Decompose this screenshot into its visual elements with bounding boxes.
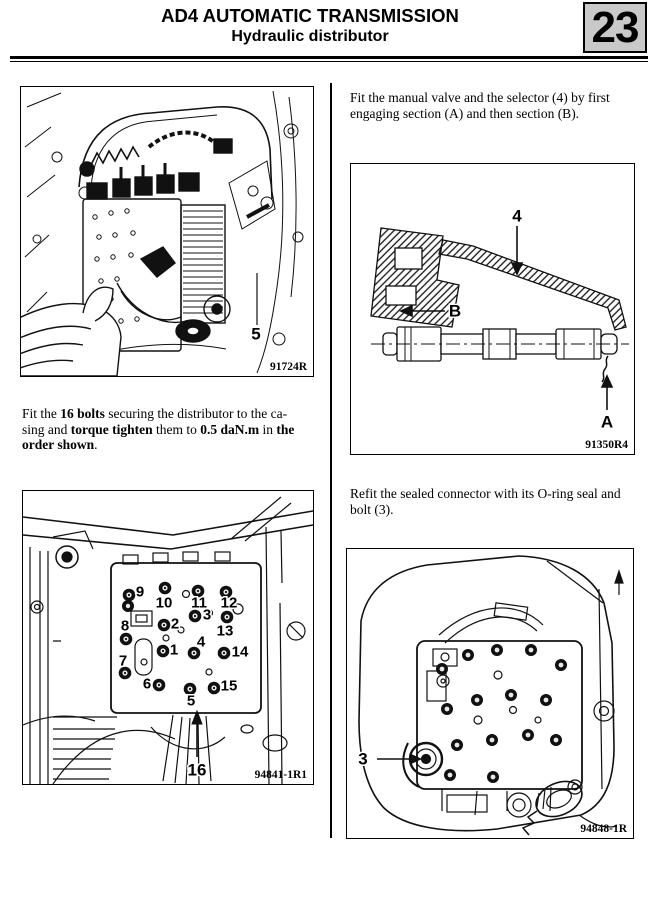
manual-valve-instruction-text: Fit the manual valve and the selector (4…	[350, 90, 642, 121]
bolt-9: 9	[122, 582, 146, 602]
section-number-box: 23	[583, 2, 647, 53]
bolt-number-label: 1	[170, 642, 178, 659]
bolt-11: 11	[190, 584, 208, 613]
header-rule	[10, 56, 648, 62]
bolt-8: 8	[119, 616, 133, 646]
text-segment: in	[259, 421, 277, 437]
text-segment: bolt (3).	[350, 501, 394, 517]
text-segment: engaging section (A) and then section (B…	[350, 105, 580, 121]
bolt-15: 15	[207, 676, 239, 696]
text-segment: the	[276, 421, 295, 437]
figure-ref: 91350R4	[585, 439, 628, 451]
bolt-12: 12	[219, 585, 239, 613]
bolt-number-label: 8	[121, 618, 129, 635]
bolt-1: 1	[156, 640, 180, 660]
figure-ref: 91724R	[269, 361, 307, 373]
bolt-number-label: 9	[136, 584, 144, 601]
bolt-7: 7	[117, 651, 132, 680]
bolt-10: 10	[154, 581, 174, 613]
figure-ref: 94841-1R1	[254, 769, 307, 781]
bolt-number-label: 6	[143, 676, 151, 693]
text-segment: Fit the manual valve and the selector (4…	[350, 90, 610, 105]
bolt-number-label: 15	[221, 678, 238, 695]
column-divider	[330, 83, 332, 838]
figure-connector-refit: 3 94848-1R	[346, 548, 634, 839]
callout-arrows	[399, 226, 614, 410]
figure-distributor-install: 5 91724R	[20, 86, 314, 377]
figure-callout-B: B	[449, 302, 461, 321]
bolt-16-arrow	[191, 709, 203, 757]
bolt-5: 5	[183, 682, 197, 711]
connector-refit-illustration: 3	[357, 555, 624, 836]
bolt-number-label: 10	[156, 595, 173, 612]
section-number: 23	[591, 2, 640, 52]
figure-ref: 94848-1R	[580, 823, 627, 835]
distributor-install-illustration: 5	[21, 90, 304, 376]
bolt-3: 3	[188, 605, 213, 625]
text-segment: 16 bolts	[60, 406, 105, 421]
page-title: AD4 AUTOMATIC TRANSMISSION	[161, 5, 459, 26]
bolt-number-label: 3	[203, 607, 211, 624]
page-subtitle: Hydraulic distributor	[231, 28, 389, 45]
figure-callout-5: 5	[251, 325, 260, 344]
connector-instruction-text: Refit the sealed connector with its O-ri…	[350, 486, 642, 517]
selector-valve-illustration: 4B A	[370, 205, 629, 433]
bolt-2: 2	[157, 614, 181, 634]
torque-instruction-text: Fit the 16 bolts securing the distributo…	[22, 406, 322, 453]
bolt-13: 13	[215, 610, 235, 641]
bolt-4: 4	[187, 632, 207, 660]
figure-callout-4: 4	[512, 207, 522, 226]
figure-callout-16: 16	[188, 761, 207, 780]
text-segment: securing the distributor to the ca-	[104, 406, 288, 421]
text-segment: torque tighten	[70, 421, 153, 437]
bolt-number-label: 11	[191, 595, 207, 612]
callout-3-arrow	[377, 753, 423, 765]
bolt-number-label: 4	[197, 634, 206, 651]
page-header: AD4 AUTOMATIC TRANSMISSION Hydraulic dis…	[0, 5, 620, 47]
text-segment: them to	[152, 421, 201, 437]
bolt-number-label: 5	[187, 693, 195, 710]
text-segment: 0.5 daN.m	[200, 421, 260, 437]
plate-bolts	[436, 644, 567, 783]
text-segment: Fit the	[22, 406, 61, 421]
bolt-number-label: 2	[171, 616, 179, 633]
bolt-number-label: 13	[217, 623, 234, 640]
bolt-number-label: 7	[119, 653, 127, 670]
text-segment: .	[94, 437, 98, 452]
figure-callout-A: A	[601, 413, 613, 432]
bolt-number-label: 14	[232, 644, 249, 661]
bolt-number-label: 12	[221, 595, 238, 612]
text-segment: sing and	[22, 421, 71, 437]
text-segment: order shown	[22, 437, 95, 452]
text-segment: Refit the sealed connector with its O-ri…	[350, 486, 621, 501]
figure-callout-3: 3	[358, 750, 367, 769]
bolt-6: 6	[141, 674, 166, 694]
bolt-14: 14	[217, 642, 250, 662]
hand-outline	[21, 286, 122, 376]
